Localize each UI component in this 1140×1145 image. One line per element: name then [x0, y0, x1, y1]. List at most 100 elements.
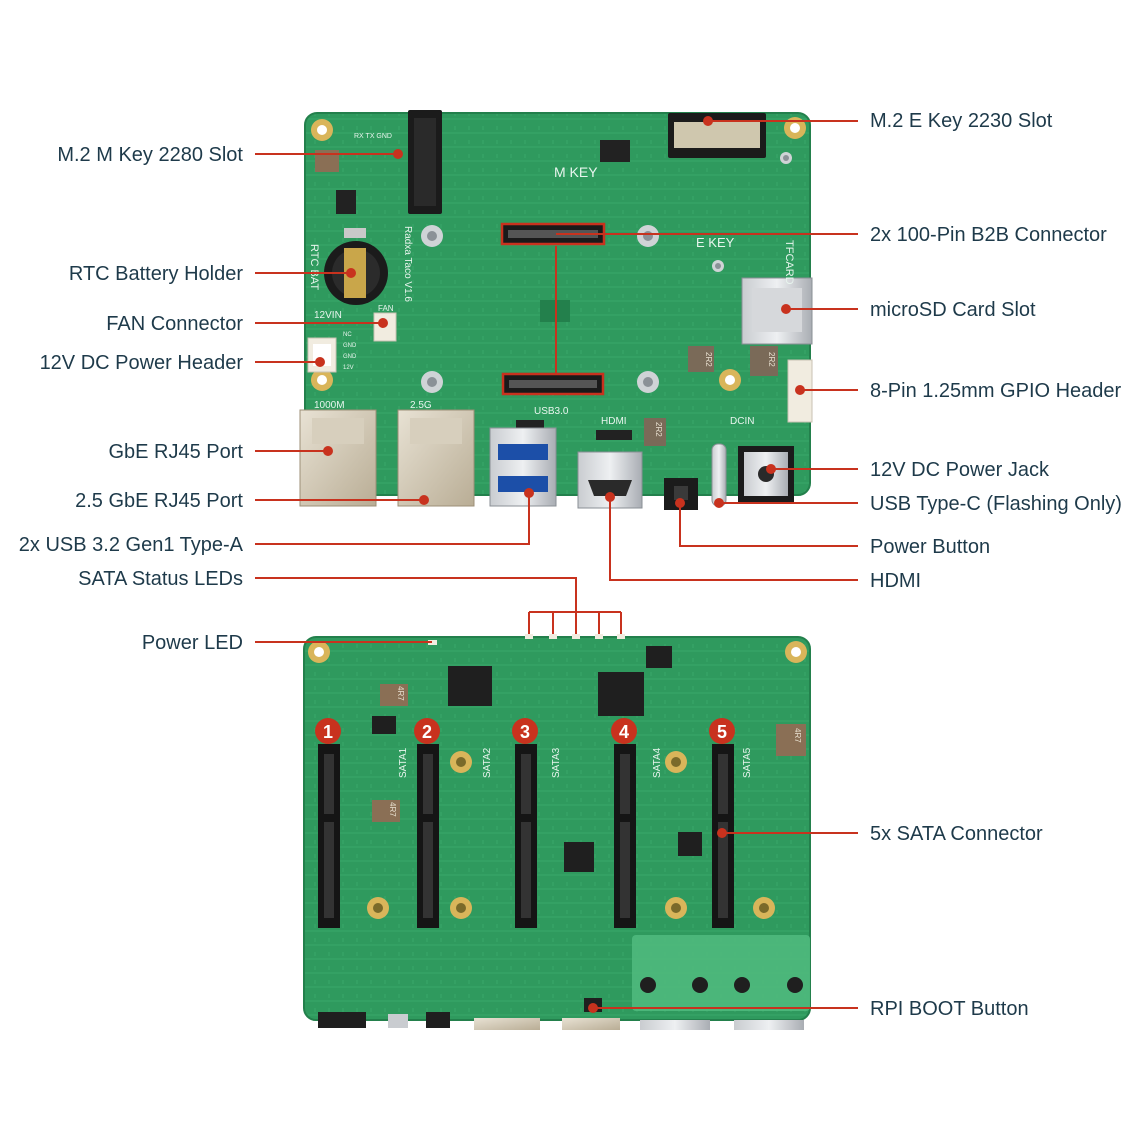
leader-dot — [703, 116, 713, 126]
silk-fan: FAN — [378, 304, 394, 313]
mounting-hole — [311, 119, 333, 141]
sata-led — [549, 634, 557, 639]
callout-m2-e-key: M.2 E Key 2230 Slot — [870, 110, 1053, 132]
mounting-hole — [719, 369, 741, 391]
sata-connector — [417, 744, 439, 928]
silk-sata1: SATA1 — [398, 747, 409, 778]
standoff — [780, 152, 792, 164]
leader-dot — [675, 498, 685, 508]
leader-power-button — [679, 503, 858, 547]
callout-rtc-battery: RTC Battery Holder — [68, 263, 243, 285]
leader-dot — [714, 498, 724, 508]
inductor-label: 2R2 — [654, 422, 663, 437]
inductor-label: 2R2 — [704, 352, 713, 367]
sata-led — [595, 634, 603, 639]
silk-gnd: GND — [343, 343, 357, 349]
silk-rx-tx-gnd: RX TX GND — [354, 133, 392, 140]
silk-m-key: M KEY — [554, 164, 598, 180]
standoff — [637, 371, 659, 393]
leader-dot — [781, 304, 791, 314]
leader-dot — [588, 1003, 598, 1013]
standoff — [421, 225, 443, 247]
inductor-label: 4R7 — [388, 802, 397, 817]
sata-number-badge: 4 — [611, 718, 637, 744]
mounting-hole — [308, 641, 330, 663]
callout-rpi-boot: RPI BOOT Button — [870, 998, 1029, 1020]
callout-b2b: 2x 100-Pin B2B Connector — [870, 224, 1107, 246]
callout-sata-leds: SATA Status LEDs — [78, 568, 243, 590]
silk-e-key: E KEY — [696, 235, 735, 250]
callout-usb32: 2x USB 3.2 Gen1 Type-A — [18, 534, 243, 556]
standoff-hole — [665, 751, 687, 773]
usbc-port — [711, 443, 727, 507]
leader-dot — [605, 492, 615, 502]
callout-usbc: USB Type-C (Flashing Only) — [870, 493, 1122, 515]
silk-sata3: SATA3 — [551, 747, 562, 778]
silk-1000m: 1000M — [314, 400, 345, 411]
sata-number-badge: 5 — [709, 718, 735, 744]
sata-led — [525, 634, 533, 639]
leader-hdmi — [609, 497, 858, 581]
sata-number-badge: 3 — [512, 718, 538, 744]
standoff-hole — [450, 751, 472, 773]
leader-dots — [315, 116, 805, 1013]
callout-gbe-rj45: GbE RJ45 Port — [108, 441, 243, 463]
sata-number: 5 — [717, 722, 727, 742]
leader-dot — [419, 495, 429, 505]
silk-sata2: SATA2 — [482, 747, 493, 778]
standoff-hole — [753, 897, 775, 919]
sata-number-badge: 1 — [315, 718, 341, 744]
mounting-hole — [311, 369, 333, 391]
sata-number: 1 — [323, 722, 333, 742]
inductor-label: 4R7 — [396, 686, 405, 701]
sata-led — [572, 634, 580, 639]
silk-board-name: Radxa Taco V1.6 — [402, 226, 413, 302]
callout-power-button: Power Button — [870, 536, 991, 558]
silk-25g: 2.5G — [410, 400, 432, 411]
silk-12vin: 12VIN — [314, 310, 342, 321]
leader-dot — [766, 464, 776, 474]
inductor-label: 4R7 — [793, 728, 802, 743]
silk-12v: 12V — [343, 365, 354, 371]
leader-lines — [255, 120, 858, 1009]
sata-connector — [614, 744, 636, 928]
silk-sata4: SATA4 — [652, 747, 663, 778]
standoff — [712, 260, 724, 272]
sata-number: 2 — [422, 722, 432, 742]
sata-connector — [515, 744, 537, 928]
usb32-ports — [489, 427, 557, 507]
leader-usb — [255, 493, 530, 545]
standoff-hole — [665, 897, 687, 919]
mounting-hole — [784, 117, 806, 139]
silk-dcin: DCIN — [730, 416, 754, 427]
sata-number-badge: 2 — [414, 718, 440, 744]
leader-dot — [717, 828, 727, 838]
callout-m2-m-key: M.2 M Key 2280 Slot — [57, 144, 243, 166]
silk-hdmi: HDMI — [601, 416, 627, 427]
bottom-board: 4R7 4R7 4R7 SATA1 SATA2 SATA3 SATA4 SATA… — [303, 634, 811, 1030]
standoff — [421, 371, 443, 393]
sata-led — [617, 634, 625, 639]
leader-dot — [524, 488, 534, 498]
power-led — [428, 640, 437, 645]
callout-dc-12v-header: 12V DC Power Header — [39, 352, 243, 374]
top-board: M KEY E KEY RX TX GND RTC BAT Radxa Taco… — [299, 110, 813, 510]
callout-dc-jack: 12V DC Power Jack — [870, 459, 1049, 481]
leader-dot — [378, 318, 388, 328]
standoff — [637, 225, 659, 247]
silk-gnd: GND — [343, 354, 357, 360]
leader-dot — [393, 149, 403, 159]
leader-dot — [346, 268, 356, 278]
silk-usb30: USB3.0 — [534, 406, 569, 417]
callout-microsd: microSD Card Slot — [870, 299, 1036, 321]
callout-power-led: Power LED — [141, 632, 243, 654]
sata-connector — [318, 744, 340, 928]
callout-sata-conn: 5x SATA Connector — [870, 823, 1043, 845]
standoff-hole — [450, 897, 472, 919]
callout-gpio: 8-Pin 1.25mm GPIO Header — [870, 380, 1122, 402]
mounting-hole — [785, 641, 807, 663]
leader-dot — [795, 385, 805, 395]
sata-number: 3 — [520, 722, 530, 742]
inductor-label: 2R2 — [767, 352, 776, 367]
